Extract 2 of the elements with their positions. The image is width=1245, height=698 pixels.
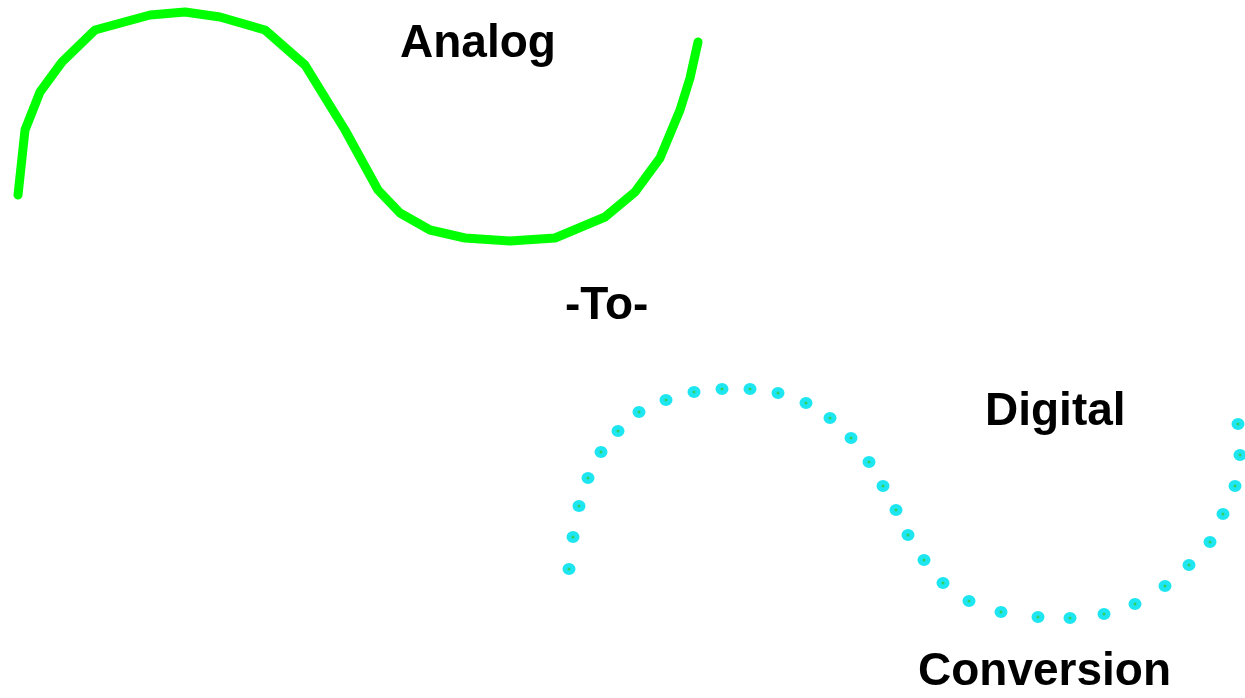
title-word: Conversion	[918, 646, 1172, 692]
title-word: -To-	[565, 280, 649, 326]
